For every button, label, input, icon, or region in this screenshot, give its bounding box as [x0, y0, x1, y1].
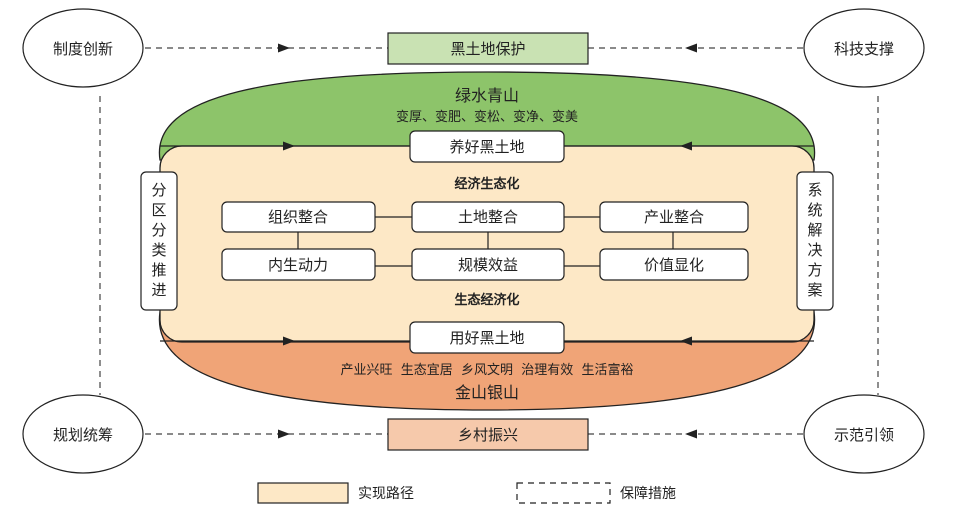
green-zone — [158, 71, 816, 161]
svg-text:区: 区 — [151, 201, 166, 219]
top-box: 黑土地保护 — [387, 32, 589, 65]
grid-box-2-2: 规模效益 — [411, 248, 565, 281]
svg-text:组织整合: 组织整合 — [268, 208, 328, 226]
svg-text:示范引领: 示范引领 — [834, 426, 894, 444]
green-zone-title: 绿水青山 — [455, 86, 519, 105]
side-right-box: 系 统 解 决 方 案 — [796, 171, 834, 311]
grid-box-1-3: 产业整合 — [599, 201, 749, 233]
svg-text:内生动力: 内生动力 — [268, 256, 328, 274]
orange-zone-subtitle: 产业兴旺 生态宜居 乡风文明 治理有效 生活富裕 — [340, 362, 633, 378]
svg-text:决: 决 — [807, 241, 822, 259]
legend-solid-swatch — [257, 482, 349, 504]
nurture-box: 养好黑土地 — [409, 130, 565, 163]
grid-box-2-3: 价值显化 — [599, 248, 749, 281]
core-top-label: 经济生态化 — [454, 176, 519, 192]
legend-solid-label: 实现路径 — [358, 486, 414, 502]
legend: 实现路径 保障措施 — [257, 482, 676, 504]
green-zone-subtitle: 变厚、变肥、变松、变净、变美 — [396, 109, 578, 125]
grid-box-1-2: 土地整合 — [411, 201, 565, 233]
svg-text:制度创新: 制度创新 — [53, 40, 113, 58]
dashed-connections — [99, 47, 879, 435]
side-left-box: 分 区 分 类 推 进 — [140, 171, 178, 311]
svg-text:方: 方 — [807, 261, 822, 279]
top-box-label: 黑土地保护 — [450, 40, 525, 58]
svg-text:科技支撑: 科技支撑 — [834, 40, 894, 58]
svg-text:解: 解 — [807, 221, 822, 239]
svg-text:类: 类 — [151, 241, 166, 259]
corner-bottom-left: 规划统筹 — [22, 394, 144, 474]
svg-text:土地整合: 土地整合 — [458, 208, 518, 226]
svg-text:养好黑土地: 养好黑土地 — [449, 138, 524, 156]
core-zone — [159, 145, 815, 343]
utilize-box: 用好黑土地 — [409, 321, 565, 354]
grid-box-1-1: 组织整合 — [221, 201, 376, 233]
dashed-arrowheads — [278, 43, 697, 439]
svg-text:产业整合: 产业整合 — [644, 208, 704, 226]
grid-box-2-1: 内生动力 — [221, 248, 376, 281]
corner-top-right: 科技支撑 — [803, 8, 925, 88]
svg-text:规划统筹: 规划统筹 — [53, 426, 113, 444]
core-bottom-label: 生态经济化 — [454, 292, 519, 308]
svg-text:规模效益: 规模效益 — [458, 256, 518, 274]
corner-top-left: 制度创新 — [22, 8, 144, 88]
corner-bottom-right: 示范引领 — [803, 394, 925, 474]
svg-text:价值显化: 价值显化 — [644, 256, 704, 274]
bottom-box: 乡村振兴 — [387, 418, 589, 451]
svg-text:进: 进 — [151, 281, 166, 299]
svg-text:统: 统 — [807, 201, 822, 219]
svg-text:案: 案 — [807, 281, 822, 299]
svg-text:用好黑土地: 用好黑土地 — [449, 329, 524, 347]
svg-text:分: 分 — [151, 221, 166, 239]
solid-arrowheads — [283, 141, 692, 346]
legend-dashed-label: 保障措施 — [620, 486, 676, 502]
bottom-box-label: 乡村振兴 — [458, 426, 518, 444]
svg-text:系: 系 — [807, 181, 822, 199]
svg-text:推: 推 — [151, 261, 166, 279]
svg-text:分: 分 — [151, 181, 166, 199]
orange-zone-title: 金山银山 — [455, 383, 519, 402]
grid-connectors — [297, 216, 674, 267]
legend-dashed-swatch — [516, 482, 611, 504]
